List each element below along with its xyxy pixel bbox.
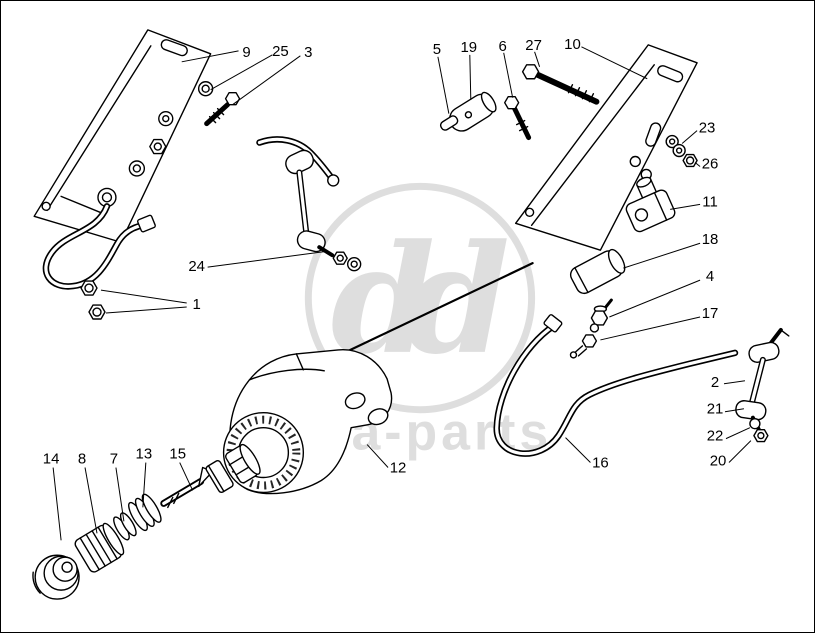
lower-ball-joint-right: [735, 400, 767, 421]
callout-leader-14: [52, 467, 62, 541]
callout-leader-25: [210, 54, 273, 91]
callout-label-9: 9: [242, 44, 250, 61]
callout-leader-20: [728, 440, 752, 463]
spacer-19: [448, 91, 497, 132]
callout-label-2: 2: [711, 374, 719, 391]
callout-label-6: 6: [499, 38, 507, 55]
callout-leader-13: [142, 462, 147, 508]
callout-leader-18: [623, 242, 701, 269]
callout-leader-12: [366, 444, 389, 468]
callout-label-14: 14: [43, 451, 60, 468]
callout-leader-17: [600, 316, 701, 341]
callout-leader-11: [670, 203, 701, 210]
washer-7: [113, 512, 137, 541]
pipe-end-fitting: [327, 174, 340, 187]
callout-leader-7: [115, 467, 125, 522]
right-stabilizer-link: [735, 327, 790, 443]
nut-26: [682, 153, 698, 168]
union-nut: [225, 443, 261, 484]
callout-leader-1-1: [105, 306, 187, 314]
callout-label-16: 16: [592, 455, 609, 472]
callout-label-24: 24: [188, 258, 205, 275]
callout-leader-27: [534, 51, 541, 67]
bolt-6: [503, 95, 532, 141]
callout-leader-5: [437, 56, 450, 114]
flange-hole-1: [344, 392, 366, 410]
bushing-18: [569, 248, 626, 295]
callout-label-11: 11: [702, 193, 718, 210]
hose-loop-left: [42, 203, 156, 290]
hose-16: [493, 314, 739, 457]
callout-leader-3: [232, 55, 301, 106]
callout-leader-24: [207, 250, 328, 268]
upper-ball-joint: [285, 149, 314, 175]
callout-label-20: 20: [710, 453, 727, 470]
callout-leader-15: [179, 462, 194, 491]
callout-leader-19: [469, 54, 472, 100]
callout-leader-9: [181, 50, 239, 63]
center-stabilizer-link: [256, 136, 362, 272]
callout-label-1: 1: [193, 296, 201, 313]
piston-8: [74, 522, 125, 573]
seal-stack-13: [128, 493, 162, 532]
valve-11: [625, 176, 676, 233]
callout-leader-4: [609, 279, 701, 318]
callout-leader-21: [724, 408, 745, 413]
right-mounting-bracket: [514, 44, 698, 251]
callout-leader-26: [694, 162, 701, 167]
callout-leader-16: [565, 437, 591, 463]
callout-label-22: 22: [707, 428, 724, 445]
valve-rod-15: [160, 466, 214, 509]
watermark-monogram-right: d: [406, 213, 511, 388]
left-bracket-fasteners: [97, 110, 174, 208]
callout-label-12: 12: [390, 460, 407, 477]
loose-nuts-left: [80, 280, 106, 320]
callout-label-5: 5: [433, 41, 441, 58]
pin-5: [439, 115, 459, 131]
callout-label-27: 27: [525, 37, 542, 54]
flange-hole-2: [367, 408, 389, 426]
callout-label-21: 21: [707, 401, 724, 418]
callout-label-25: 25: [272, 43, 289, 60]
callout-leader-8: [84, 467, 98, 534]
piston-cap-14: [32, 554, 80, 600]
callout-label-17: 17: [702, 305, 719, 322]
piston-assembly: [32, 443, 261, 600]
callout-label-7: 7: [110, 451, 118, 468]
washer-25: [197, 81, 214, 97]
callout-leader-6: [503, 52, 514, 98]
callout-leader-22: [725, 427, 751, 440]
fitting-17: [569, 334, 598, 359]
callout-label-4: 4: [706, 268, 714, 285]
callout-leader-23: [681, 130, 698, 144]
callout-label-15: 15: [169, 446, 186, 463]
callout-leader-1: [100, 289, 187, 304]
washers-23: [665, 134, 686, 158]
bolt-3: [204, 92, 241, 127]
callout-label-13: 13: [136, 446, 153, 463]
assembly-pointer-line: [345, 262, 534, 353]
watermark-circle-logo: [304, 182, 536, 414]
callout-leader-10: [581, 46, 648, 80]
callout-label-26: 26: [702, 155, 719, 172]
callout-leader-2: [723, 380, 746, 385]
callout-label-23: 23: [699, 120, 716, 137]
callout-label-19: 19: [460, 39, 477, 56]
callout-label-10: 10: [564, 36, 581, 53]
union-fitting: [205, 459, 234, 494]
cylinder-housing-12: [222, 349, 393, 495]
callout-label-18: 18: [702, 231, 719, 248]
fitting-4: [589, 298, 613, 333]
bolt-27: [521, 64, 600, 105]
callout-label-8: 8: [78, 451, 86, 468]
callout-layer: 9 25 3 5 19 6 27 10 23 26 11 18 4 17 2 21 22 20 16 12 24 1 14 8…: [43, 36, 752, 541]
callout-label-3: 3: [304, 44, 312, 61]
